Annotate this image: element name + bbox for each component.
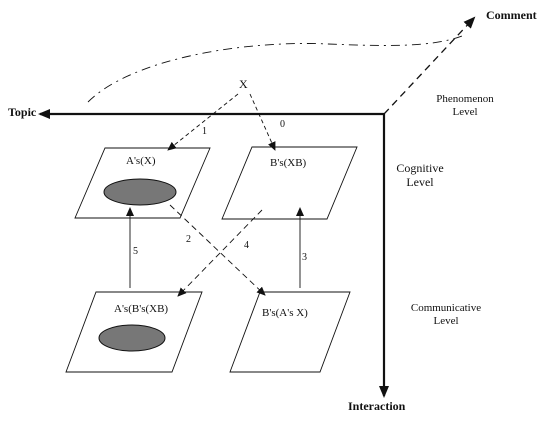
topic-comment-arc [87,35,463,103]
level-label-communicative: Communicative Level [410,302,482,327]
step-label-4: 4 [244,240,249,251]
node-label-x: X [239,77,248,91]
step-label-0: 0 [280,119,285,130]
node-label-b-a-x: B's(A's X) [262,307,308,319]
step-label-1: 1 [202,126,207,137]
level-label-cognitive: Cognitive Level [396,161,444,189]
axis-label-interaction: Interaction [348,399,406,413]
arrow-x-to-b [249,93,276,151]
arrow-b-to-a-b-xb [177,209,263,297]
arrow-x-to-a [167,93,239,151]
level-label-phenomenon: Phenomenon Level [436,93,494,118]
step-label-2: 2 [186,234,191,245]
step-label-3: 3 [302,252,307,263]
ellipse-a-b-xb [98,324,166,352]
node-label-a-b-xb: A's(B's(XB) [114,303,169,315]
axis-label-comment: Comment [486,8,537,22]
ellipse-a-x [103,178,177,206]
plane-b-xb [221,146,358,220]
node-label-a-x: A's(X) [126,155,156,167]
step-label-5: 5 [133,246,138,257]
arrow-a-to-b-a-x [169,204,266,296]
plane-b-a-x [229,291,351,373]
plane-a-b-xb [65,291,203,373]
axis-label-topic: Topic [8,105,37,119]
node-label-b-xb: B's(XB) [270,157,307,169]
comment-axis [383,16,476,115]
